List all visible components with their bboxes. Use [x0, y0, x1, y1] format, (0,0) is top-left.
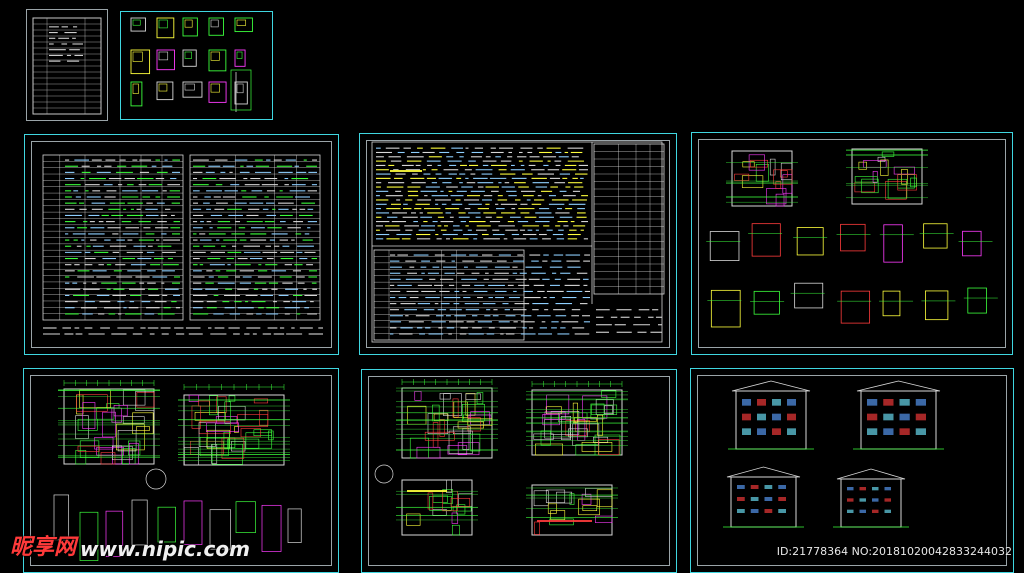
plans-b-drawing	[374, 379, 628, 536]
watermark: 昵享网 www.nipic.com	[10, 529, 250, 561]
index-table-drawing	[32, 17, 102, 115]
watermark-url: www.nipic.com	[80, 537, 250, 561]
elevations-sheet	[690, 368, 1014, 573]
drawing-index-sheet	[26, 9, 108, 121]
construction-notes-sheet	[359, 133, 677, 355]
design-specification-sheet	[24, 134, 339, 355]
sections-drawing	[706, 148, 998, 328]
detail-sketches-drawing	[130, 17, 253, 112]
notes-tables-drawing	[371, 141, 665, 343]
plans-a-drawing	[53, 380, 302, 561]
floor-plans-sheet-b	[361, 369, 677, 573]
detail-sketch-sheet	[120, 11, 273, 120]
watermark-logo: 昵享网	[10, 535, 77, 560]
spec-tables-drawing	[42, 154, 323, 335]
elevations-drawing	[723, 380, 944, 528]
sections-details-sheet	[691, 132, 1013, 355]
image-id-label: ID:21778364 NO:20181020042833244032	[776, 545, 1012, 558]
